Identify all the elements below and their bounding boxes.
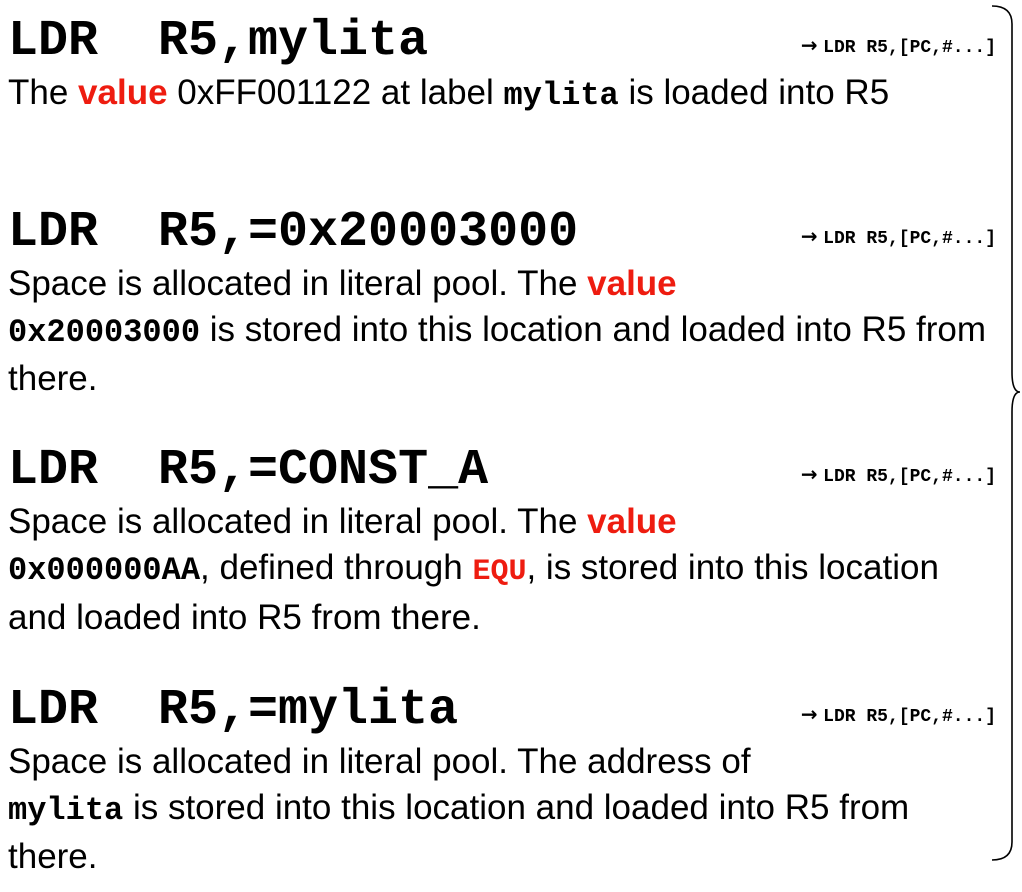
description-text: The	[8, 73, 79, 112]
right-arrow-icon: →	[800, 462, 818, 486]
right-arrow-icon: →	[800, 702, 818, 726]
value-keyword: value	[78, 73, 168, 112]
instruction-code: LDR R5,=mylita	[8, 682, 459, 739]
block-ldr-literal-hex: LDR R5,=0x20003000 → LDR R5,[PC,#...] Sp…	[8, 205, 1008, 402]
label-name: mylita	[8, 792, 124, 829]
encoding-note: → LDR R5,[PC,#...]	[801, 224, 996, 251]
encoding-note: → LDR R5,[PC,#...]	[801, 33, 996, 60]
description-text: is stored into this location and loaded …	[8, 310, 987, 398]
description-text: Space is allocated in literal pool. The	[8, 502, 588, 541]
value-keyword: value	[587, 502, 677, 541]
encoding-code: LDR R5,[PC,#...]	[823, 229, 996, 249]
description-text: Space is allocated in literal pool. The …	[8, 742, 751, 781]
description-text: , defined through	[200, 548, 473, 587]
block-ldr-literal-const: LDR R5,=CONST_A → LDR R5,[PC,#...] Space…	[8, 443, 1008, 641]
instruction-row: LDR R5,=mylita → LDR R5,[PC,#...]	[8, 683, 1008, 739]
description: Space is allocated in literal pool. The …	[8, 739, 988, 880]
encoding-code: LDR R5,[PC,#...]	[823, 707, 996, 727]
value-keyword: value	[587, 264, 677, 303]
instruction-code: LDR R5,mylita	[8, 13, 429, 70]
hex-value: 0x000000AA	[8, 552, 201, 589]
encoding-code: LDR R5,[PC,#...]	[823, 467, 996, 487]
block-ldr-literal-address: LDR R5,=mylita → LDR R5,[PC,#...] Space …	[8, 683, 1008, 880]
encoding-note: → LDR R5,[PC,#...]	[801, 462, 996, 489]
description-text: , is stored into this location and loade…	[8, 548, 939, 637]
description-text: Space is allocated in literal pool. The	[8, 264, 588, 303]
label-name: mylita	[503, 77, 619, 114]
description: Space is allocated in literal pool. The …	[8, 261, 988, 402]
description-text: is loaded into R5	[618, 73, 890, 112]
hex-value: 0x20003000	[8, 314, 201, 351]
right-arrow-icon: →	[800, 33, 818, 57]
description: The value 0xFF001122 at label mylita is …	[8, 70, 988, 119]
right-arrow-icon: →	[800, 224, 818, 248]
encoding-note: → LDR R5,[PC,#...]	[801, 702, 996, 729]
description-text: is stored into this location and loaded …	[8, 788, 910, 876]
instruction-code: LDR R5,=0x20003000	[8, 204, 579, 261]
instruction-row: LDR R5,mylita → LDR R5,[PC,#...]	[8, 14, 1008, 70]
encoding-code: LDR R5,[PC,#...]	[823, 38, 996, 58]
instruction-row: LDR R5,=CONST_A → LDR R5,[PC,#...]	[8, 443, 1008, 499]
description-text: 0xFF001122 at label	[167, 73, 504, 112]
block-ldr-label: LDR R5,mylita → LDR R5,[PC,#...] The val…	[8, 14, 1008, 119]
instruction-code: LDR R5,=CONST_A	[8, 442, 489, 499]
instruction-row: LDR R5,=0x20003000 → LDR R5,[PC,#...]	[8, 205, 1008, 261]
description: Space is allocated in literal pool. The …	[8, 499, 988, 641]
equ-keyword: EQU	[472, 555, 527, 589]
